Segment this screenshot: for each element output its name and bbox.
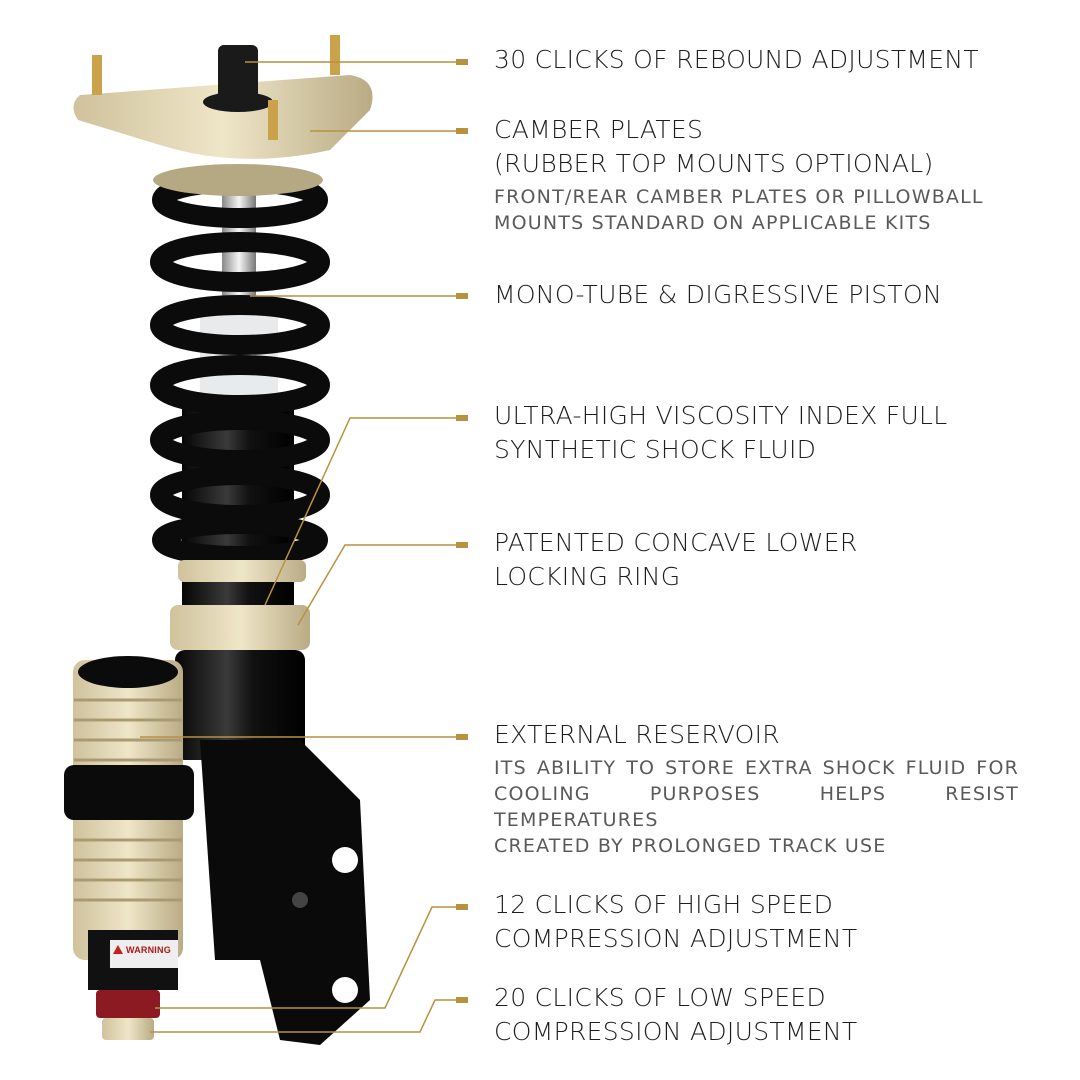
callout-camber-description: FRONT/REAR CAMBER PLATES OR PILLOWBALL M… [494,184,984,236]
callout-reservoir-description: ITS ABILITY TO STORE EXTRA SHOCK FLUID F… [494,755,1019,859]
callout-title: CAMBER PLATES [494,115,704,144]
callout-monotube: MONO-TUBE & DIGRESSIVE PISTON [494,278,942,312]
callout-leader-lines [140,61,462,1033]
callout-title: 20 CLICKS OF LOW SPEED [494,983,826,1012]
lower-locking-ring [170,605,310,650]
callout-title: 30 CLICKS OF REBOUND ADJUSTMENT [494,45,979,74]
callout-high-speed-compression: 12 CLICKS OF HIGH SPEED COMPRESSION ADJU… [494,888,858,956]
callout-title: ULTRA-HIGH VISCOSITY INDEX FULL [494,401,948,430]
callout-title: EXTERNAL RESERVOIR [494,720,780,749]
coil-spring [150,172,330,566]
callout-rebound-adjustment: 30 CLICKS OF REBOUND ADJUSTMENT [494,43,979,77]
callout-title: COMPRESSION ADJUSTMENT [494,924,858,953]
callout-description: ITS ABILITY TO STORE EXTRA SHOCK FLUID F… [494,757,1019,779]
shock-body [175,650,305,760]
external-reservoir [64,656,194,1040]
camber-plate [73,35,373,196]
callout-description: CREATED BY PROLONGED TRACK USE [494,835,887,857]
callout-description: MOUNTS STANDARD ON APPLICABLE KITS [494,212,932,234]
callout-title: COMPRESSION ADJUSTMENT [494,1017,858,1046]
callout-locking-ring: PATENTED CONCAVE LOWER LOCKING RING [494,526,858,594]
warning-triangle-icon [113,945,123,954]
warning-sticker [110,940,178,968]
callout-camber-plates: CAMBER PLATES (RUBBER TOP MOUNTS OPTIONA… [494,113,934,181]
spring-perch [178,560,306,582]
callout-external-reservoir: EXTERNAL RESERVOIR [494,718,780,752]
warning-label: WARNING [126,945,171,955]
callout-title: SYNTHETIC SHOCK FLUID [494,435,817,464]
callout-title: MONO-TUBE & DIGRESSIVE PISTON [494,280,942,309]
callout-title: (RUBBER TOP MOUNTS OPTIONAL) [494,149,934,178]
callout-shock-fluid: ULTRA-HIGH VISCOSITY INDEX FULL SYNTHETI… [494,399,948,467]
callout-low-speed-compression: 20 CLICKS OF LOW SPEED COMPRESSION ADJUS… [494,981,858,1049]
callout-title: LOCKING RING [494,562,681,591]
callout-title: 12 CLICKS OF HIGH SPEED [494,890,834,919]
callout-markers [456,59,468,1003]
knuckle-bracket [200,740,370,1045]
rebound-adjuster-knob [218,45,258,100]
callout-description: COOLING PURPOSES HELPS RESIST TEMPERATUR… [494,783,1019,831]
callout-title: PATENTED CONCAVE LOWER [494,528,858,557]
callout-description: FRONT/REAR CAMBER PLATES OR PILLOWBALL [494,186,984,208]
